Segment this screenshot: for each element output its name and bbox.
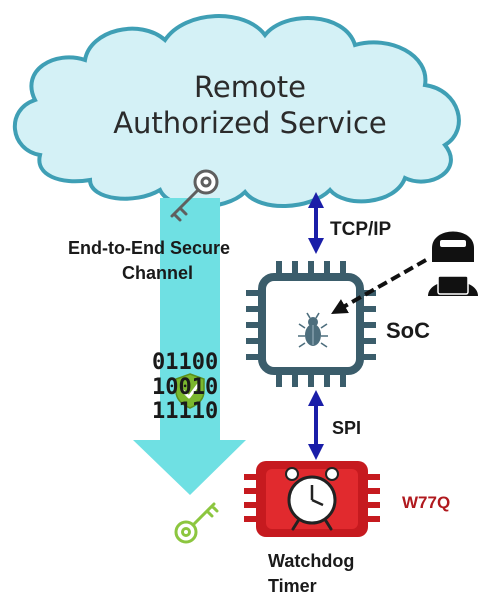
w77q-label: W77Q xyxy=(402,493,451,512)
bit-row: 11110 xyxy=(152,399,219,424)
spi-label: SPI xyxy=(332,418,362,438)
hacker-icon xyxy=(428,231,478,296)
green-key-icon xyxy=(174,502,219,544)
soc-label: SoC xyxy=(386,318,430,343)
bit-row: 01100 xyxy=(152,350,219,375)
channel-label-line2: Channel xyxy=(122,263,194,283)
cloud-title-line1: Remote xyxy=(194,70,306,104)
shield-check-icon xyxy=(175,373,205,409)
cloud-title-line2: Authorized Service xyxy=(113,106,387,140)
tcp-ip-label: TCP/IP xyxy=(330,219,392,240)
key-icon xyxy=(170,169,219,222)
clock-icon xyxy=(285,467,339,531)
channel-label-line1: End-to-End Secure xyxy=(68,238,231,258)
attack-arrow xyxy=(331,258,427,314)
watchdog-label-line2: Timer xyxy=(268,576,317,596)
bit-row: 10010 xyxy=(152,375,219,400)
bug-icon xyxy=(298,312,328,348)
watchdog-label-line1: Watchdog xyxy=(268,551,355,571)
